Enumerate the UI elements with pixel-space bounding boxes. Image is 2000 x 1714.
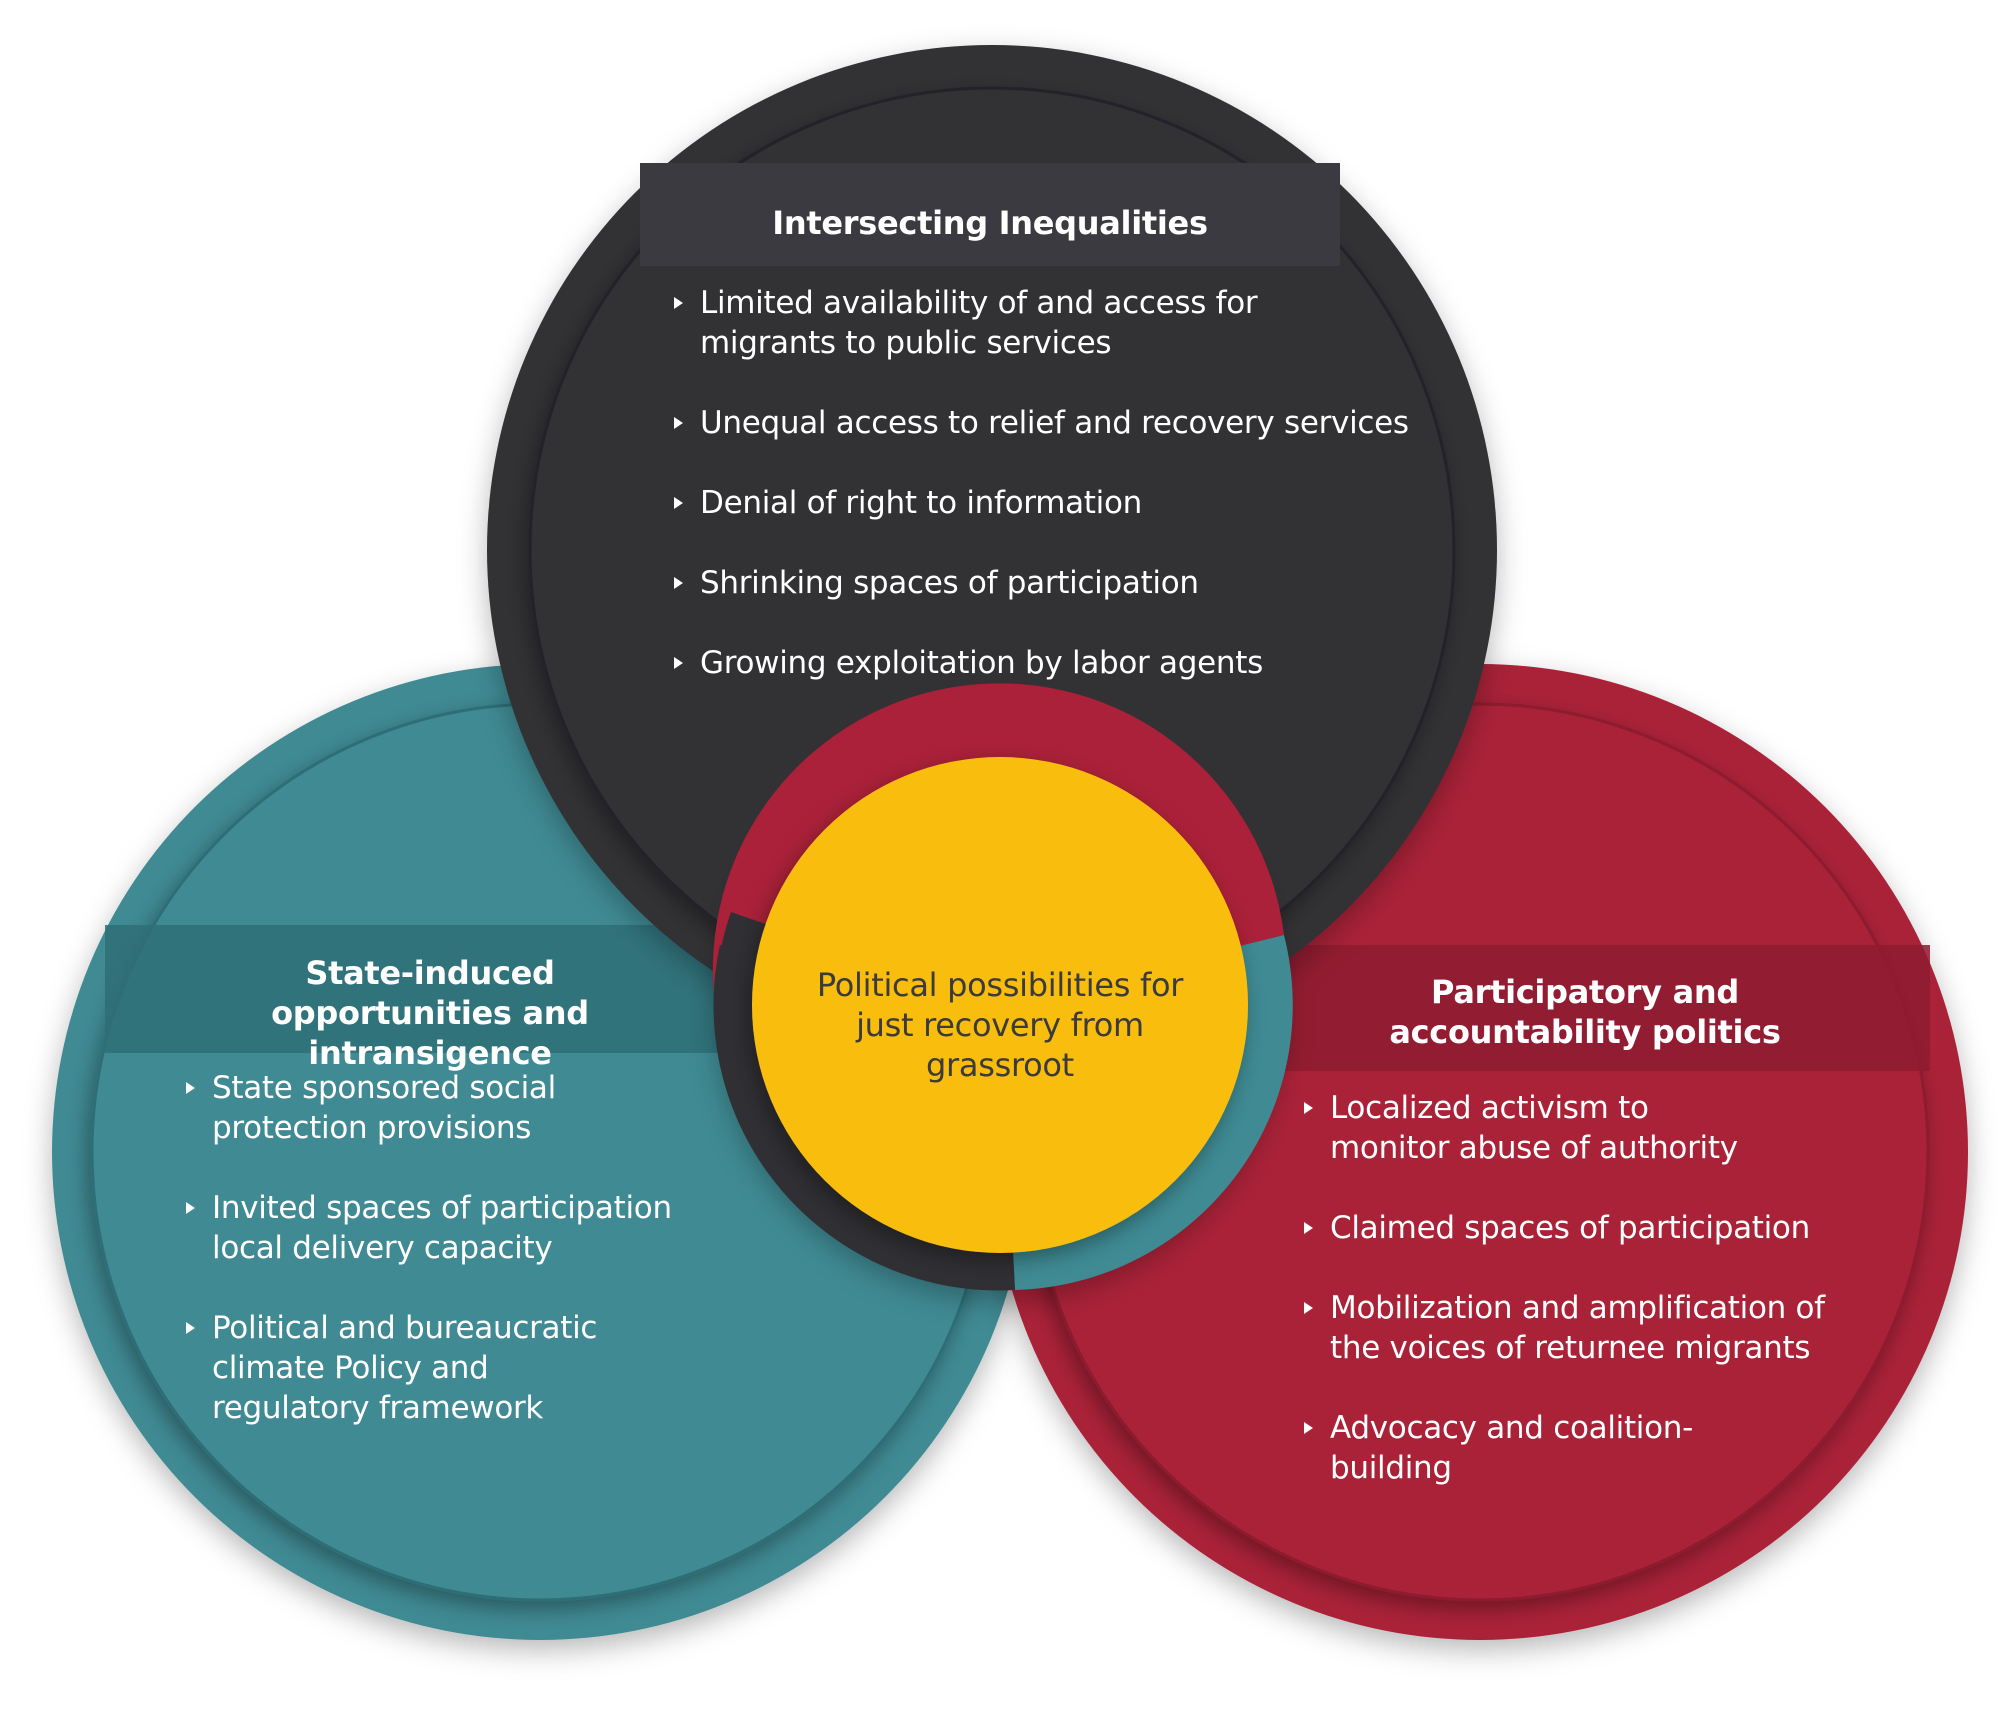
list-item: Growing exploitation by labor agents xyxy=(672,643,1442,683)
top-circle xyxy=(487,45,1497,1055)
top-circle-title: Intersecting Inequalities xyxy=(772,204,1208,242)
left-circle-title: State-induced opportunities and intransi… xyxy=(271,954,589,1072)
bullet-triangle-icon xyxy=(186,1082,195,1094)
bullet-triangle-icon xyxy=(674,577,683,589)
list-item: Claimed spaces of participation xyxy=(1302,1208,1882,1248)
center-core xyxy=(752,757,1248,1253)
top-circle-list: Limited availability of and access for m… xyxy=(672,283,1442,683)
right-circle-list: Localized activism to monitor abuse of a… xyxy=(1302,1088,1882,1488)
right-circle-title: Participatory and accountability politic… xyxy=(1389,973,1781,1051)
list-item: Denial of right to information xyxy=(672,483,1442,523)
list-item: Limited availability of and access for m… xyxy=(672,283,1442,363)
list-item: Unequal access to relief and recovery se… xyxy=(672,403,1442,443)
list-item: State sponsored social protection provis… xyxy=(184,1068,864,1148)
list-item: Political and bureaucratic climate Polic… xyxy=(184,1308,864,1428)
bullet-triangle-icon xyxy=(674,497,683,509)
list-item: Invited spaces of participation local de… xyxy=(184,1188,864,1268)
bullet-triangle-icon xyxy=(1304,1222,1313,1234)
bullet-triangle-icon xyxy=(186,1322,195,1334)
list-item: Shrinking spaces of participation xyxy=(672,563,1442,603)
center-label: Political possibilities for just recover… xyxy=(816,966,1184,1084)
left-circle-list: State sponsored social protection provis… xyxy=(184,1068,864,1428)
bullet-triangle-icon xyxy=(1304,1102,1313,1114)
list-item: Mobilization and amplification of the vo… xyxy=(1302,1288,1882,1368)
bullet-triangle-icon xyxy=(1304,1302,1313,1314)
bullet-triangle-icon xyxy=(674,297,683,309)
list-item: Localized activism to monitor abuse of a… xyxy=(1302,1088,1882,1168)
bullet-triangle-icon xyxy=(674,417,683,429)
bullet-triangle-icon xyxy=(674,657,683,669)
bullet-triangle-icon xyxy=(186,1202,195,1214)
bullet-triangle-icon xyxy=(1304,1422,1313,1434)
list-item: Advocacy and coalition-building xyxy=(1302,1408,1882,1488)
